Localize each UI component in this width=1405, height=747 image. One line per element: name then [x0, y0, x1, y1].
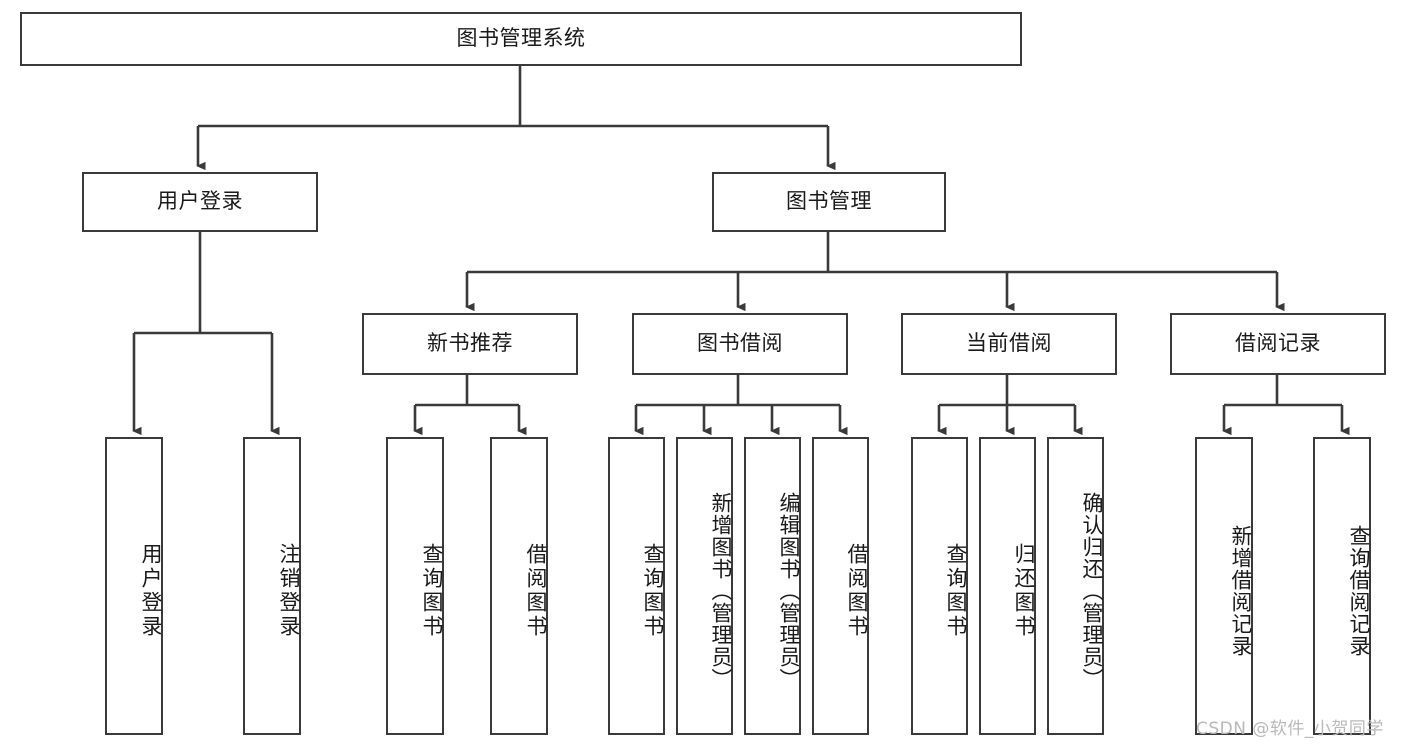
- leaf-bb-add-book-admin[interactable]: 新增图书（管理员）: [676, 437, 733, 735]
- leaf-cb-query-book-label: 查询图书: [944, 543, 968, 639]
- leaf-nb-borrow-book-label: 借阅图书: [524, 543, 548, 639]
- leaf-cb-return-book[interactable]: 归还图书: [979, 437, 1036, 735]
- leaf-bb-query-book-label: 查询图书: [641, 543, 665, 639]
- leaf-nb-borrow-book[interactable]: 借阅图书: [490, 437, 548, 735]
- leaf-cb-confirm-return-admin-label: 确认归还（管理员）: [1080, 492, 1104, 690]
- leaf-nb-query-book-label: 查询图书: [420, 543, 444, 639]
- leaf-br-query-record[interactable]: 查询借阅记录: [1313, 437, 1371, 735]
- leaf-br-add-record-label: 新增借阅记录: [1229, 525, 1253, 657]
- node-book-borrow-label: 图书借阅: [697, 331, 783, 356]
- leaf-bb-edit-book-admin-label: 编辑图书（管理员）: [777, 492, 801, 690]
- leaf-br-query-record-label: 查询借阅记录: [1347, 525, 1371, 657]
- node-current-borrow-label: 当前借阅: [966, 331, 1052, 356]
- leaf-user-login-label: 用户登录: [139, 543, 163, 639]
- node-user-login-label: 用户登录: [157, 189, 243, 214]
- leaf-bb-borrow-book[interactable]: 借阅图书: [812, 437, 869, 735]
- leaf-bb-edit-book-admin[interactable]: 编辑图书（管理员）: [744, 437, 801, 735]
- leaf-logout-label: 注销登录: [277, 543, 301, 639]
- leaf-bb-add-book-admin-label: 新增图书（管理员）: [709, 492, 733, 690]
- leaf-bb-borrow-book-label: 借阅图书: [845, 543, 869, 639]
- node-root[interactable]: 图书管理系统: [20, 12, 1022, 66]
- leaf-nb-query-book[interactable]: 查询图书: [386, 437, 444, 735]
- node-new-book-recommend-label: 新书推荐: [427, 331, 513, 356]
- leaf-logout[interactable]: 注销登录: [243, 437, 301, 735]
- node-user-login[interactable]: 用户登录: [82, 172, 318, 232]
- node-book-manage[interactable]: 图书管理: [712, 172, 946, 232]
- node-new-book-recommend[interactable]: 新书推荐: [362, 313, 578, 375]
- leaf-br-add-record[interactable]: 新增借阅记录: [1195, 437, 1253, 735]
- leaf-cb-return-book-label: 归还图书: [1012, 543, 1036, 639]
- leaf-cb-confirm-return-admin[interactable]: 确认归还（管理员）: [1047, 437, 1104, 735]
- csdn-watermark: CSDN @软件_小贺同学: [1196, 719, 1384, 739]
- node-borrow-record[interactable]: 借阅记录: [1170, 313, 1386, 375]
- leaf-bb-query-book[interactable]: 查询图书: [608, 437, 665, 735]
- node-borrow-record-label: 借阅记录: [1235, 331, 1321, 356]
- leaf-user-login[interactable]: 用户登录: [105, 437, 163, 735]
- node-book-manage-label: 图书管理: [786, 189, 872, 214]
- node-book-borrow[interactable]: 图书借阅: [632, 313, 848, 375]
- node-root-label: 图书管理系统: [456, 26, 586, 51]
- node-current-borrow[interactable]: 当前借阅: [901, 313, 1117, 375]
- leaf-cb-query-book[interactable]: 查询图书: [911, 437, 968, 735]
